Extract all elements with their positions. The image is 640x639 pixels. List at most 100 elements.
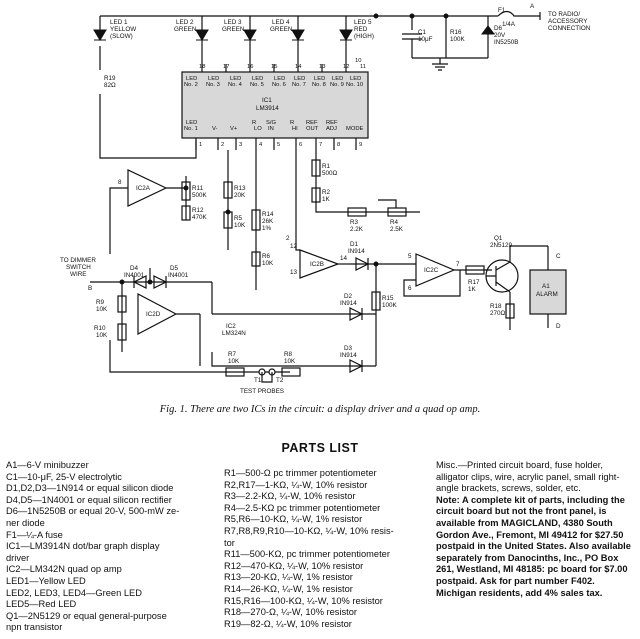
parts-list-title: PARTS LIST bbox=[281, 441, 359, 455]
part-item: IC2—LM342N quad op amp bbox=[6, 564, 122, 575]
d-terminal: D bbox=[556, 323, 561, 330]
part-item: F1—¼-A fuse bbox=[6, 529, 63, 540]
part-item: R12—470-KΩ, ¼-W, 10% resistor bbox=[224, 560, 364, 571]
part-item: R5,R6—10-KΩ, ¼-W, 1% resistor bbox=[224, 514, 363, 525]
part-item: R7,R8,R9,R10—10-KΩ, ¼-W, 10% resis- bbox=[224, 525, 394, 536]
misc-item: Misc.—Printed circuit board, fuse holder… bbox=[436, 460, 620, 494]
op-pin: 14 bbox=[340, 255, 348, 262]
ic1-part: LM3914 bbox=[256, 105, 279, 112]
ic1-bottom-pin: 8 bbox=[337, 142, 340, 148]
out-terminal: A bbox=[530, 3, 535, 10]
ic2a-label: IC2A bbox=[136, 185, 151, 192]
part-item: LED1—Yellow LED bbox=[6, 575, 86, 586]
part-item: R4—2.5-KΩ pc trimmer potentiometer bbox=[224, 502, 381, 513]
op-pin: 2 bbox=[286, 235, 290, 242]
part-item: R11—500-KΩ, pc trimmer potentiometer bbox=[224, 549, 390, 560]
t1-label: T1 bbox=[254, 377, 262, 384]
ic1-bottom-pin: 1 bbox=[199, 142, 202, 148]
parts-column-2: R1—500-Ω pc trimmer potentiometer R2,R17… bbox=[224, 468, 430, 630]
t2-label: T2 bbox=[276, 377, 284, 384]
ic1-top-pin: 17 bbox=[223, 64, 229, 70]
part-item: driver bbox=[6, 552, 30, 563]
ic1-top-pin: 11 bbox=[360, 64, 366, 70]
part-item: R15,R16—100-KΩ, ¼-W, 10% resistor bbox=[224, 595, 383, 606]
ic1-bottom-label: MODE bbox=[346, 126, 364, 132]
figure-caption: Fig. 1. There are two ICs in the circuit… bbox=[159, 404, 481, 415]
part-item: R13—20-KΩ, ¼-W, 1% resistor bbox=[224, 572, 353, 583]
c-terminal: C bbox=[556, 253, 561, 260]
kit-note: Note: A complete kit of parts, including… bbox=[436, 494, 631, 598]
part-item: C1—10-μF, 25-V electrolytic bbox=[6, 471, 122, 482]
op-pin: 7 bbox=[456, 261, 460, 268]
part-item: R19—82-Ω, ¼-W, 10% resistor bbox=[224, 618, 352, 629]
part-item: LED2, LED3, LED4—Green LED bbox=[6, 587, 142, 598]
parts-column-1: A1—6-V minibuzzer C1—10-μF, 25-V electro… bbox=[6, 460, 218, 634]
ic1-top-pin: 15 bbox=[271, 64, 277, 70]
ic1-bottom-pin: 4 bbox=[259, 142, 263, 148]
part-item: tor bbox=[224, 537, 235, 548]
ic2b-label: IC2B bbox=[310, 261, 324, 268]
f1-label: F1 bbox=[498, 7, 506, 14]
part-item: npn transistor bbox=[6, 622, 63, 633]
ic1-top-pin: 13 bbox=[319, 64, 325, 70]
test-probes-label: TEST PROBES bbox=[240, 388, 284, 395]
ic1-top-pin: 18 bbox=[199, 64, 205, 70]
ic1-bottom-pin: 9 bbox=[359, 142, 362, 148]
part-item: R1—500-Ω pc trimmer potentiometer bbox=[224, 468, 377, 478]
ic1-top-pin: 16 bbox=[247, 64, 253, 70]
part-item: Q1—2N5129 or equal general-purpose bbox=[6, 610, 167, 621]
part-item: R18—270-Ω, ¼-W, 10% resistor bbox=[224, 607, 358, 618]
ic1-bottom-pin: 3 bbox=[239, 142, 242, 148]
ic1-bottom-pin: 2 bbox=[221, 142, 224, 148]
part-item: R2,R17—1-KΩ, ¼-W, 10% resistor bbox=[224, 479, 368, 490]
ic1-top-pin: 12 bbox=[343, 64, 349, 70]
ic2d-label: IC2D bbox=[146, 311, 161, 318]
ic1-top-pin: 10 bbox=[355, 58, 361, 64]
f1-rating: 1/4A bbox=[502, 21, 516, 28]
part-item: IC1—LM3914N dot/bar graph display bbox=[6, 541, 160, 552]
